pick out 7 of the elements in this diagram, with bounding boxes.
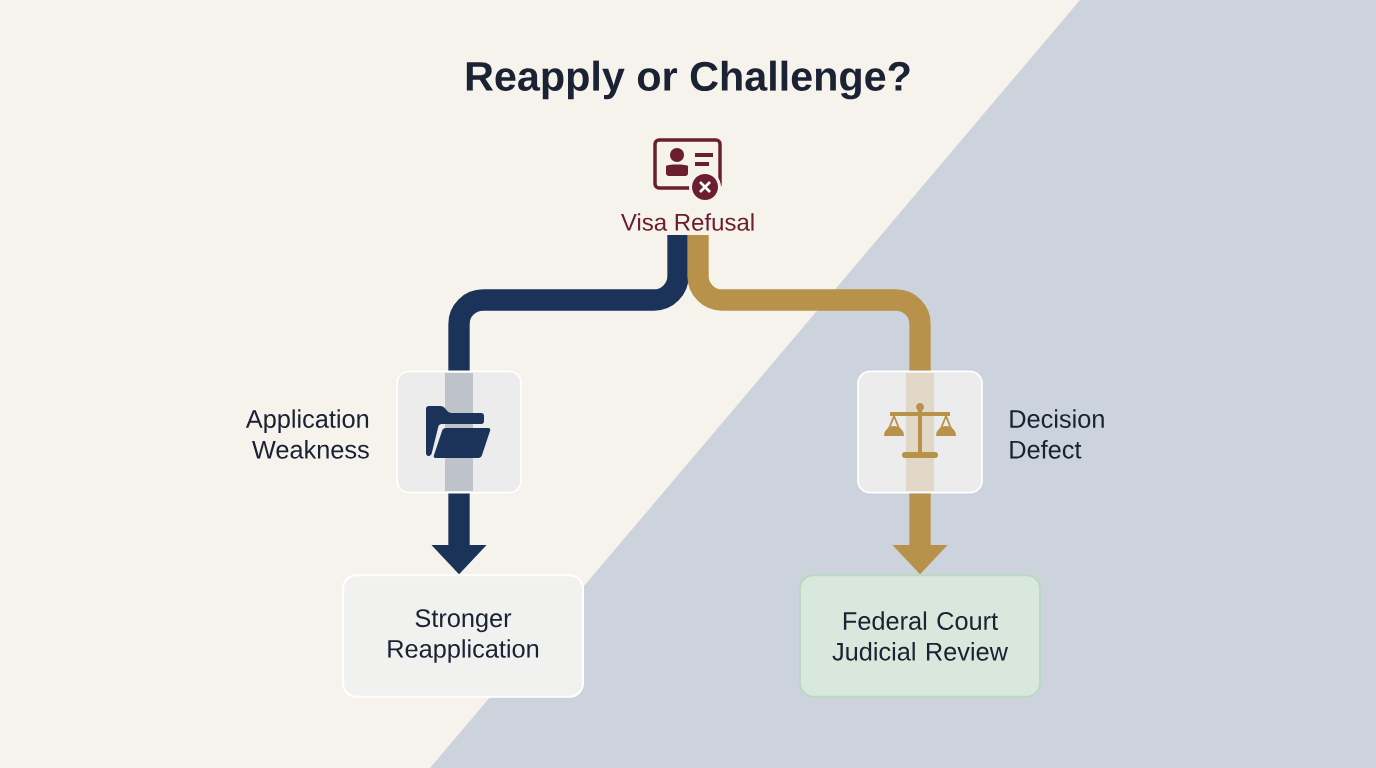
outcome-box: Federal Court Judicial Review — [799, 574, 1041, 698]
title: Reapply or Challenge? — [466, 60, 910, 100]
icon-box — [857, 370, 983, 494]
outcome-box: Stronger Reapplication — [342, 574, 584, 698]
side-label: Decision Defect — [1010, 409, 1104, 459]
start-label: Visa Refusal — [620, 213, 754, 231]
side-label: Application Weakness — [245, 409, 369, 459]
